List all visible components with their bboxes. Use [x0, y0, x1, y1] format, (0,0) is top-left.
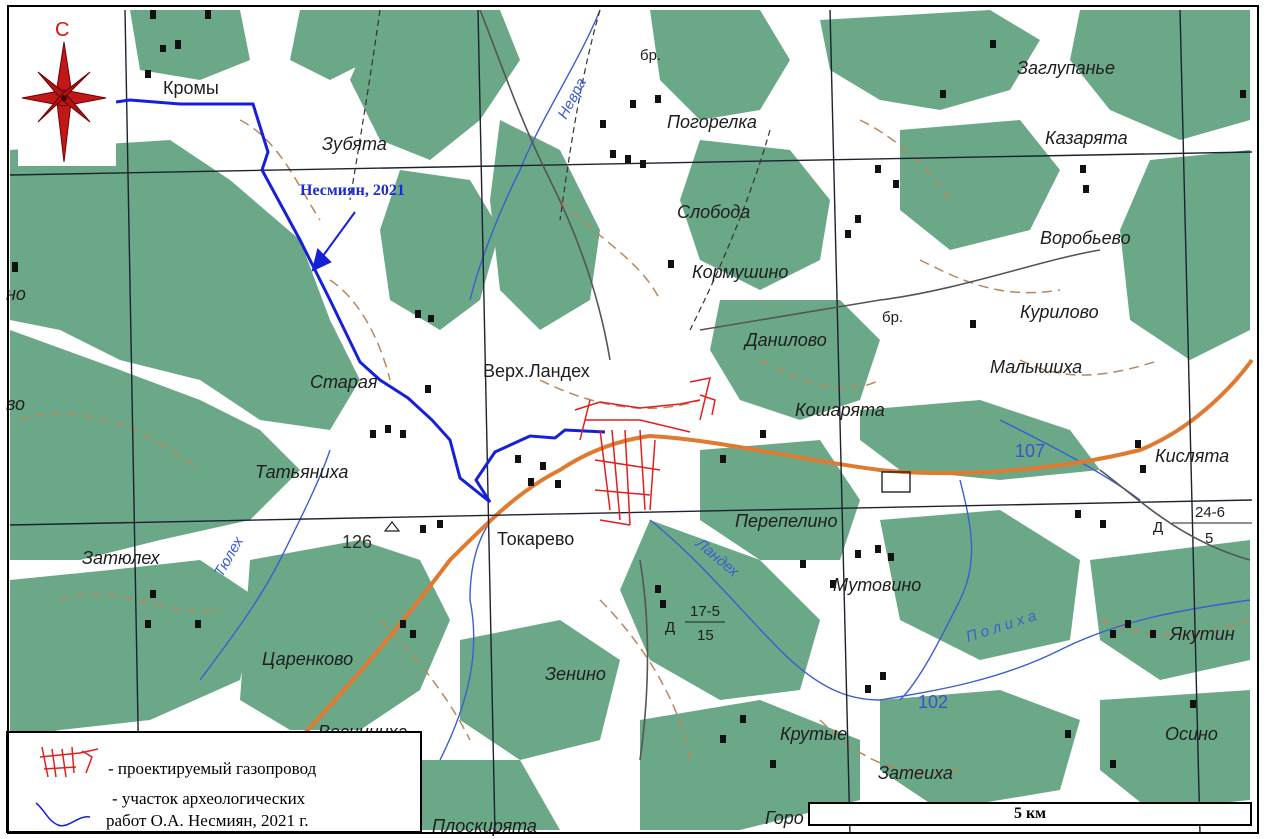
- label-elev-126: 126: [342, 532, 372, 552]
- forest-areas: [10, 10, 1250, 830]
- gas-pipeline: [574, 377, 716, 526]
- place-goro: Горо: [765, 808, 804, 828]
- place-tsarenkovo: Царенково: [262, 649, 353, 669]
- scale-bar: 5 км: [808, 802, 1252, 826]
- place-no-left: но: [6, 284, 26, 304]
- survey-route: [115, 98, 606, 504]
- place-krutye: Крутые: [780, 724, 847, 744]
- place-perepelino: Перепелино: [735, 511, 837, 531]
- place-labels: Кромы Зубята Погорелка Слобода Кормушино…: [6, 58, 1235, 836]
- place-vo-left: во: [6, 394, 25, 414]
- place-zateikha: Затеиха: [878, 763, 953, 783]
- place-kromy: Кромы: [163, 78, 219, 98]
- dark-roads: [479, 9, 1251, 761]
- label-br1: бр.: [640, 47, 661, 64]
- label-107: 107: [1015, 441, 1045, 461]
- map-legend: - проектируемый газопровод - участок арх…: [6, 731, 422, 833]
- tower-marker: [881, 471, 911, 493]
- place-zatyulekh: Затюлех: [82, 548, 161, 568]
- ferry1-bottom: 15: [697, 627, 714, 644]
- place-ploskiryata: Плоскирята: [432, 816, 537, 836]
- author-arrow: [311, 211, 356, 272]
- place-kazaryata: Казарята: [1045, 128, 1128, 148]
- scale-label: 5 км: [1013, 805, 1047, 822]
- misc-labels: бр. бр. 126 107 102 Д 17-5 15 Д 24-6 5 Н…: [300, 47, 1252, 712]
- label-br2: бр.: [882, 309, 903, 326]
- place-vorobyevo: Воробьево: [1040, 228, 1131, 248]
- ferry1-top: 17-5: [690, 603, 720, 620]
- place-osino: Осино: [1165, 724, 1218, 744]
- place-zenino: Зенино: [545, 664, 606, 684]
- north-arrow: С: [18, 14, 116, 166]
- north-label: С: [55, 19, 69, 41]
- place-kurilovo: Курилово: [1020, 302, 1099, 322]
- place-staraya: Старая: [310, 372, 378, 392]
- elevation-marker: [383, 521, 401, 532]
- place-yakutino: Якутин: [1169, 624, 1235, 644]
- rivers: [199, 9, 1251, 761]
- ferry2-d: Д: [1153, 519, 1163, 536]
- ferry2-top: 24-6: [1195, 504, 1225, 521]
- place-danilovo: Данилово: [743, 330, 827, 350]
- place-malyshikha: Малышиха: [990, 357, 1082, 377]
- label-102: 102: [918, 692, 948, 712]
- place-zubyata: Зубята: [322, 134, 387, 154]
- place-verkh-landekh: Верх.Ландех: [483, 361, 590, 381]
- place-pogorelka: Погорелка: [667, 112, 757, 132]
- ferry2-bottom: 5: [1205, 530, 1213, 547]
- place-koshcharyata: Кошарята: [795, 400, 885, 420]
- ferry1-d: Д: [665, 619, 675, 636]
- place-sloboda: Слобода: [677, 202, 750, 222]
- place-kormushino: Кормушино: [692, 262, 788, 282]
- place-tokarevo: Токарево: [497, 529, 574, 549]
- dirt-roads: [349, 9, 771, 331]
- place-mutovino: Мутовино: [833, 575, 921, 595]
- place-kislyata: Кислята: [1155, 446, 1229, 466]
- place-tatyanikha: Татьяниха: [255, 462, 348, 482]
- author-label: Несмиян, 2021: [300, 182, 405, 199]
- village-buildings: [12, 10, 1246, 768]
- legend-arch-line2: работ О.А. Несмиян, 2021 г.: [106, 811, 309, 830]
- compass-rose-icon: [21, 41, 107, 163]
- legend-gas-pipeline: - проектируемый газопровод: [108, 759, 317, 778]
- survey-legend-icon: [35, 802, 91, 827]
- grid-lines: [9, 9, 1253, 835]
- contour-lines: [19, 119, 1251, 774]
- legend-arch-line1: - участок археологических: [112, 789, 306, 808]
- pipeline-legend-icon: [39, 746, 99, 778]
- place-zaglupanye: Заглупанье: [1017, 58, 1115, 78]
- main-road: [248, 358, 1254, 792]
